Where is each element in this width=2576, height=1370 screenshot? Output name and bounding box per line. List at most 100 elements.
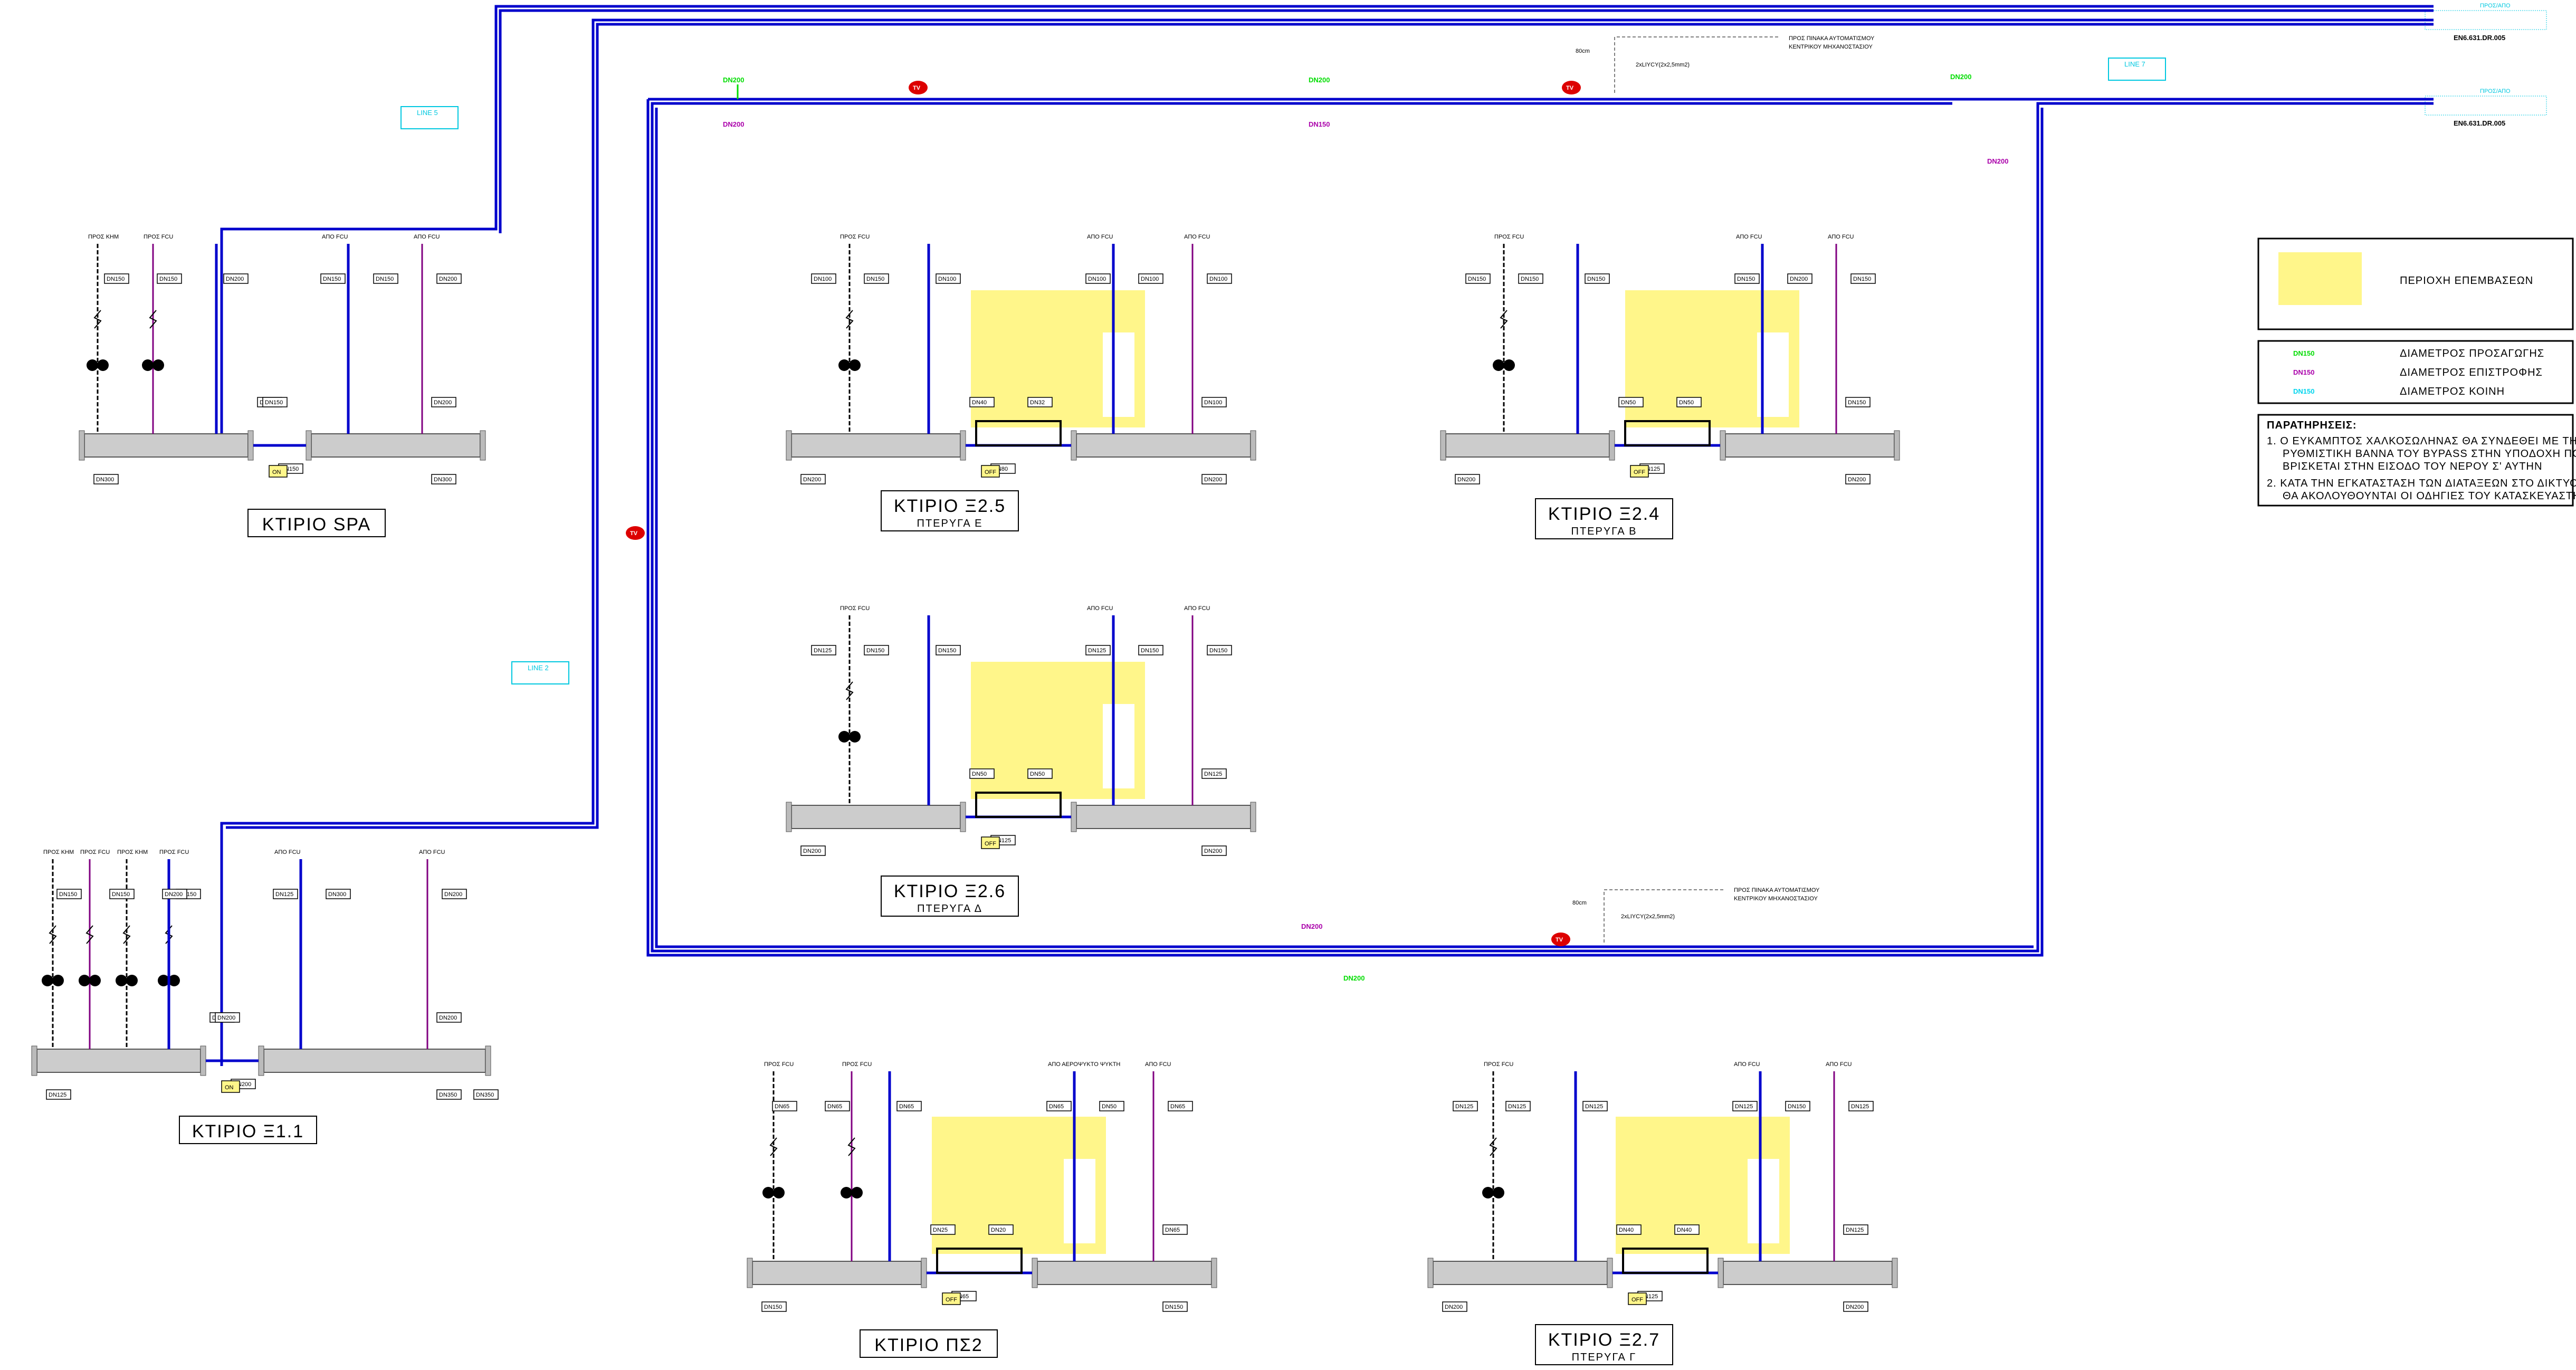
pump-icon bbox=[89, 975, 101, 986]
pipe-label: DN65 bbox=[1170, 1103, 1185, 1110]
automation-bottom-dim: 80cm bbox=[1572, 900, 1587, 906]
building-spa: DN150DN150DN200DN150DN150DN200DN150DN150… bbox=[79, 234, 486, 537]
pipe-label: DN150 bbox=[159, 276, 177, 282]
legend-supply-label: ΔΙΑΜΕΤΡΟΣ ΠΡΟΣΑΓΩΓΗΣ bbox=[2400, 348, 2544, 359]
pipe-label: DN300 bbox=[328, 891, 346, 898]
valve-marker bbox=[909, 81, 928, 94]
line7-tag: LINE 7 bbox=[2124, 60, 2145, 68]
riser-label: ΠΡΟΣ FCU bbox=[80, 849, 110, 855]
ref2-code: EN6.631.DR.005 bbox=[2454, 119, 2505, 127]
pipe-label: DN200 bbox=[434, 399, 452, 406]
riser-label: ΠΡΟΣ FCU bbox=[1494, 234, 1524, 240]
pipe-label: DN65 bbox=[899, 1103, 914, 1110]
collector-header bbox=[752, 1261, 922, 1285]
pipe-label: DN125 bbox=[1508, 1103, 1526, 1110]
pipe-label: DN350 bbox=[439, 1092, 457, 1098]
legend-interventions-swatch bbox=[2278, 252, 2362, 305]
pump-icon bbox=[79, 975, 90, 986]
valve-marker-label: TV bbox=[913, 85, 921, 91]
valve-marker-label: TV bbox=[630, 530, 638, 537]
collector-header bbox=[1076, 805, 1251, 829]
riser-label: ΠΡΟΣ FCU bbox=[1484, 1061, 1513, 1068]
pump-icon bbox=[52, 975, 64, 986]
pipe-label: DN100 bbox=[1088, 276, 1106, 282]
note-2b: ΘΑ ΑΚΟΛΟΥΘΟΥΝΤΑΙ ΟΙ ΟΔΗΓΙΕΣ ΤΟΥ ΚΑΤΑΣΚΕΥ… bbox=[2283, 490, 2576, 502]
pipe-label: DN150 bbox=[1468, 276, 1486, 282]
pipe-label: DN100 bbox=[814, 276, 832, 282]
riser-label: ΠΡΟΣ FCU bbox=[840, 605, 870, 612]
status-tag: OFF bbox=[985, 841, 996, 847]
building-subtitle: ΠΤΕΡΥΓΑ Δ bbox=[917, 903, 982, 915]
pipe-label: DN150 bbox=[59, 891, 77, 898]
building-subtitle: ΠΤΕΡΥΓΑ Β bbox=[1571, 526, 1637, 537]
status-tag: OFF bbox=[1632, 1297, 1643, 1303]
status-tag: ON bbox=[272, 469, 281, 475]
building-title: ΚΤΙΡΙΟ Ξ2.6 bbox=[894, 881, 1006, 901]
legend-return-tag: DN150 bbox=[2293, 368, 2314, 376]
status-tag: OFF bbox=[985, 469, 996, 475]
automation-top-cable: 2xLIYCY(2x2,5mm2) bbox=[1636, 62, 1690, 68]
pipe-label: DN50 bbox=[1030, 771, 1045, 777]
main-return-tag-1: DN200 bbox=[723, 120, 744, 128]
main-supply-tag-2: DN200 bbox=[1309, 76, 1330, 84]
pipe-label: DN65 bbox=[827, 1103, 842, 1110]
valve-icon bbox=[149, 310, 157, 329]
riser-label: ΑΠΟ FCU bbox=[1184, 605, 1210, 612]
collector-header bbox=[36, 1049, 201, 1073]
pipe-label: DN150 bbox=[1853, 276, 1871, 282]
status-tag: OFF bbox=[946, 1297, 957, 1303]
line2-tag: LINE 2 bbox=[528, 664, 549, 672]
collector-header bbox=[84, 433, 249, 458]
valve-icon bbox=[847, 1137, 856, 1156]
automation-bottom-cable: 2xLIYCY(2x2,5mm2) bbox=[1621, 914, 1675, 920]
pipe-label: DN125 bbox=[1088, 648, 1106, 654]
pipe-label: DN65 bbox=[1165, 1227, 1180, 1233]
pump-icon bbox=[126, 975, 138, 986]
pipe-label: DN40 bbox=[1677, 1227, 1692, 1233]
riser-label: ΑΠΟ FCU bbox=[274, 849, 301, 855]
riser-label: ΑΠΟ FCU bbox=[1184, 234, 1210, 240]
pipe-label: DN200 bbox=[803, 848, 821, 854]
pipe-label: DN200 bbox=[1445, 1304, 1463, 1310]
note-1a: 1. Ο ΕΥΚΑΜΠΤΟΣ ΧΑΛΚΟΣΩΛΗΝΑΣ ΘΑ ΣΥΝΔΕΘΕΙ … bbox=[2267, 435, 2576, 447]
main-supply-tag-1: DN200 bbox=[723, 76, 744, 84]
pipe-label: DN150 bbox=[1848, 399, 1866, 406]
pipe-label: DN125 bbox=[275, 891, 293, 898]
pipe-label: DN300 bbox=[96, 477, 114, 483]
riser-label: ΠΡΟΣ ΚΗΜ bbox=[117, 849, 148, 855]
note-2a: 2. ΚΑΤΑ ΤΗΝ ΕΓΚΑΤΑΣΤΑΣΗ ΤΩΝ ΔΙΑΤΑΞΕΩΝ ΣΤ… bbox=[2267, 478, 2576, 489]
main-supply-tag-3: DN200 bbox=[1950, 73, 1971, 81]
pipe-label: DN100 bbox=[1141, 276, 1159, 282]
valve-marker-label: TV bbox=[1556, 937, 1563, 943]
pump-icon bbox=[849, 731, 861, 743]
pipe-label: DN200 bbox=[1204, 477, 1222, 483]
pump-icon bbox=[116, 975, 127, 986]
status-tag: ON bbox=[225, 1084, 234, 1091]
valve-marker bbox=[626, 526, 645, 540]
riser-label: ΠΡΟΣ FCU bbox=[144, 234, 173, 240]
riser-label: ΑΠΟ FCU bbox=[414, 234, 440, 240]
line5-tag: LINE 5 bbox=[417, 109, 438, 117]
pipe-label: DN200 bbox=[803, 477, 821, 483]
legend-supply-tag: DN150 bbox=[2293, 349, 2314, 357]
building-title: ΚΤΙΡΙΟ Ξ2.5 bbox=[894, 496, 1006, 516]
pipe-label: DN300 bbox=[434, 477, 452, 483]
valve-icon bbox=[769, 1137, 778, 1156]
pipe-label: DN65 bbox=[775, 1103, 789, 1110]
pipe-label: DN200 bbox=[217, 1015, 235, 1021]
pipe-label: DN150 bbox=[1737, 276, 1755, 282]
collector-header bbox=[1076, 433, 1251, 458]
pump-icon bbox=[762, 1187, 774, 1198]
pump-icon bbox=[849, 359, 861, 371]
legend-return-label: ΔΙΑΜΕΤΡΟΣ ΕΠΙΣΤΡΟΦΗΣ bbox=[2400, 367, 2543, 378]
pump-icon bbox=[97, 359, 109, 371]
pipe-label: DN200 bbox=[1204, 848, 1222, 854]
building-title: ΚΤΙΡΙΟ Ξ1.1 bbox=[192, 1121, 304, 1141]
pipe-label: DN50 bbox=[1621, 399, 1636, 406]
riser-label: ΠΡΟΣ FCU bbox=[842, 1061, 872, 1068]
collector-header bbox=[1433, 1261, 1608, 1285]
building-title: ΚΤΙΡΙΟ SPA bbox=[262, 515, 371, 535]
